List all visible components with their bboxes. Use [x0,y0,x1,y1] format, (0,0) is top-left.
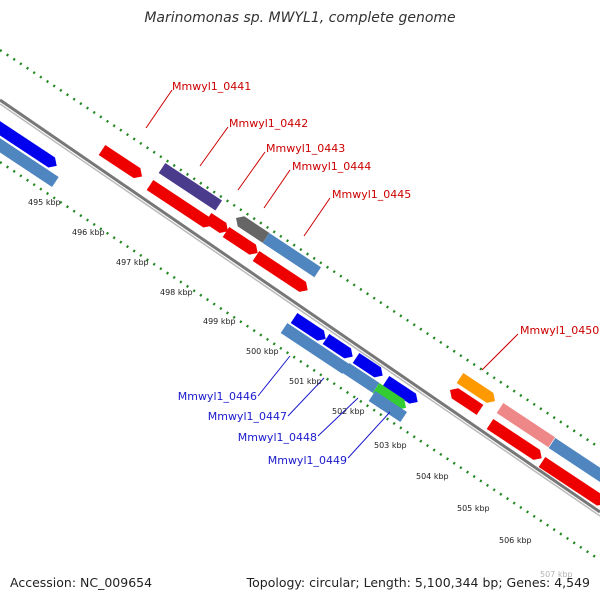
gene-label[interactable]: Mmwyl1_0449 [268,454,347,467]
tick-label: 500 kbp [246,347,279,356]
tick-label: 502 kbp [332,407,365,416]
leader-lines [145,89,519,459]
tick-label: 506 kbp [499,536,532,545]
leader-line [303,197,331,237]
backbone-line-inner [0,103,600,517]
gene-label[interactable]: Mmwyl1_0445 [332,188,411,201]
gene-label[interactable]: Mmwyl1_0443 [266,142,345,155]
gene-label[interactable]: Mmwyl1_0450 [520,324,599,337]
gene-arrow-steelblue[interactable] [262,232,322,278]
backbone [0,98,600,517]
backbone-line-outer [0,98,600,514]
tick-label: 503 kbp [374,441,407,450]
gene-arrow-blue[interactable] [352,352,386,381]
tick-label: 498 kbp [160,288,193,297]
map-title: Marinomonas sp. MWYL1, complete genome [144,10,456,26]
gene-arrow-red[interactable] [486,418,545,463]
accession-text: Accession: NC_009654 [10,575,153,590]
tick-label: 495 kbp [28,198,61,207]
gene-arrow-red[interactable] [204,212,232,236]
gene-arrow-blue[interactable] [382,375,421,407]
leader-line [347,411,391,459]
gene-arrow-orange[interactable] [456,372,499,406]
gene-arrow-blue[interactable] [290,312,329,344]
gene-label[interactable]: Mmwyl1_0441 [172,80,251,93]
leader-line [145,89,173,129]
tick-label: 501 kbp [289,377,322,386]
gene-features [0,119,600,509]
leader-line [237,151,266,191]
tick-label: 499 kbp [203,317,236,326]
gene-label[interactable]: Mmwyl1_0446 [178,390,257,403]
gene-arrow-steelblue[interactable] [548,437,600,487]
leader-line [263,169,291,209]
gene-arrow-purple[interactable] [158,162,223,211]
gene-label[interactable]: Mmwyl1_0442 [229,117,308,130]
gene-arrow-steelblue[interactable] [0,134,59,187]
genome-summary-text: Topology: circular; Length: 5,100,344 bp… [246,575,590,590]
tick-label: 504 kbp [416,472,449,481]
tick-label: 507 kbp [540,570,573,579]
gene-arrow-blue[interactable] [322,333,356,362]
gene-arrow-green[interactable] [372,382,410,413]
leader-line [317,397,359,437]
tick-label: 497 kbp [116,258,149,267]
gene-arrow-red[interactable] [538,456,600,509]
gc-dot-row-lower [0,160,600,562]
gene-arrow-steelblue[interactable] [368,390,407,422]
gene-label[interactable]: Mmwyl1_0448 [238,431,317,444]
gene-arrow-red[interactable] [146,179,215,231]
gc-dots [0,48,600,562]
gene-label[interactable]: Mmwyl1_0444 [292,160,371,173]
gene-labels: Mmwyl1_0441 Mmwyl1_0442 Mmwyl1_0443 Mmwy… [172,80,599,467]
gene-arrow-red[interactable] [447,385,484,415]
tick-label: 496 kbp [72,228,105,237]
gene-arrow-blue[interactable] [0,119,60,171]
gene-arrow-gray[interactable] [233,213,270,243]
leader-line [481,333,519,371]
leader-line [199,126,229,167]
leader-line [257,355,291,397]
gc-dot-row-upper [0,48,600,450]
gene-label[interactable]: Mmwyl1_0447 [208,410,287,423]
gene-arrow-red[interactable] [98,144,146,181]
position-ticks: 495 kbp 496 kbp 497 kbp 498 kbp 499 kbp … [28,198,573,579]
gene-arrow-pink[interactable] [496,402,556,448]
gene-arrow-red[interactable] [222,226,261,258]
gene-arrow-steelblue[interactable] [342,362,380,393]
gene-arrow-red[interactable] [252,250,311,295]
leader-line [287,377,325,417]
tick-label: 505 kbp [457,504,490,513]
gene-arrow-steelblue[interactable] [280,322,350,374]
